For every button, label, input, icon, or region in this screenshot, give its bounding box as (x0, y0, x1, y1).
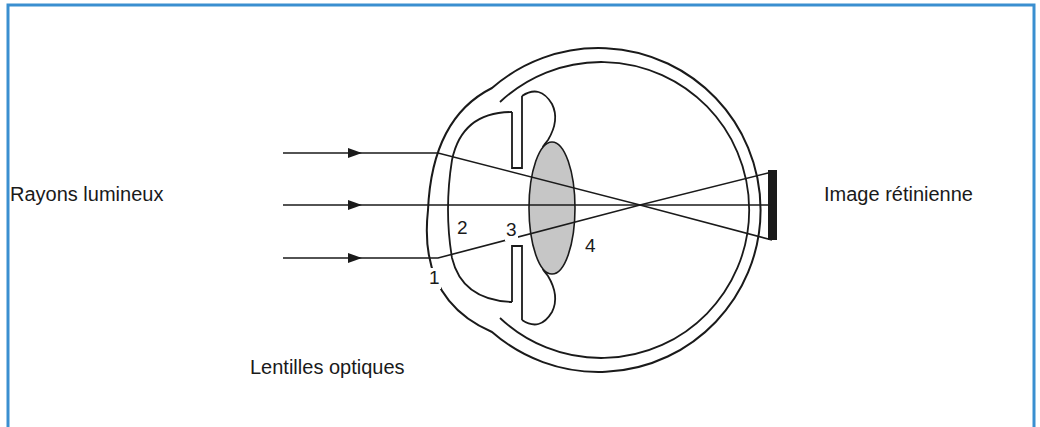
frame-border (8, 5, 1034, 427)
light-ray (355, 204, 772, 206)
light-ray (283, 257, 360, 259)
ciliary-top (522, 92, 555, 147)
light-ray (355, 153, 772, 205)
ray-label: Rayons lumineux (10, 183, 163, 205)
light-ray (283, 152, 360, 154)
iris-bottom (512, 246, 522, 320)
callout-number: 3 (505, 220, 518, 241)
crystalline-lens (529, 142, 575, 274)
choroid-outline (500, 62, 749, 358)
callout-number: 4 (584, 236, 597, 257)
sclera-outline (427, 48, 761, 372)
lens-label: Lentilles optiques (250, 356, 405, 378)
iris-top (512, 96, 522, 168)
callout-number: 1 (428, 268, 441, 289)
light-ray (283, 204, 360, 206)
cornea-inner (448, 112, 512, 302)
callout-number: 2 (456, 218, 469, 239)
ciliary-bottom (522, 269, 555, 324)
light-ray (355, 205, 772, 258)
image-label: Image rétinienne (824, 183, 973, 205)
